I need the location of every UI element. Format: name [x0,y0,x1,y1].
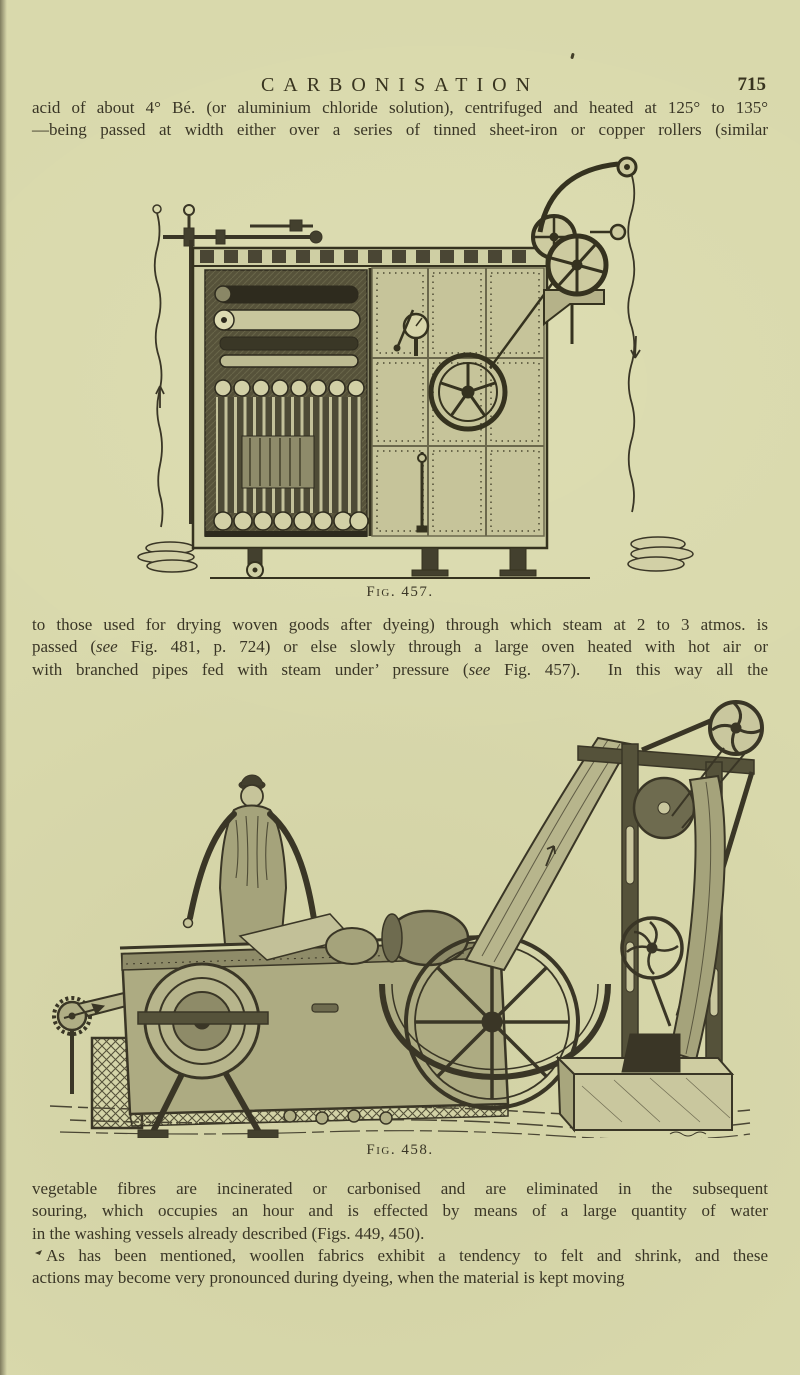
figure-458-caption: Fig. 458. [366,1142,434,1158]
drive-pulleys [531,156,638,344]
text-line: passed (see Fig. 481, p. 724) or else sl… [32,636,768,658]
worker [182,774,323,945]
pressure-gauge [393,309,430,356]
engraver-signature [669,1131,707,1137]
figure-458-engraving [49,700,764,1138]
figure-457 [70,140,730,580]
italic-text: see [468,659,491,679]
festoon-rollers-bottom [213,511,369,531]
page-header: CARBONISATION 715 [32,74,768,102]
paragraph: acid of about 4° Bé. (or aluminium chlor… [32,97,768,142]
cloth-delivery-right [627,175,694,572]
text-segment: with branched pipes fed with steam under… [32,659,469,679]
text-line: —being passed at width either over a ser… [32,119,768,141]
text-line: to those used for drying woven goods aft… [32,614,768,636]
panel-doors [371,261,570,537]
drive-wheels [620,700,764,1027]
handwheel [428,352,508,432]
text-segment: Fig. 457). In this way all the [490,659,768,679]
text-segment: vegetable fibres are incinerated or carb… [32,1179,768,1198]
print-artifact [570,52,575,60]
oven-cabinet [191,246,570,550]
inspection-window [241,435,315,489]
italic-text: see [96,637,118,657]
steam-piping [163,204,323,524]
text-line: with branched pipes fed with steam under… [32,659,768,681]
festoon-rollers-top [214,379,365,397]
text-segment: to those used for drying woven goods aft… [32,615,768,634]
text-segment: souring, which occupies an hour and is e… [32,1201,768,1221]
cabinet-crenellation [200,250,526,263]
text-line: in the washing vessels already described… [32,1223,768,1245]
drying-chamber [204,269,369,537]
print-artifact [35,1250,42,1255]
cabinet-legs [210,547,590,579]
figure-457-engraving [137,156,694,579]
text-line: As has been mentioned, woollen fabrics e… [32,1245,768,1267]
text-segment: As has been mentioned, woollen fabrics e… [46,1246,768,1265]
paragraph: to those used for drying woven goods aft… [32,614,768,681]
text-line: vegetable fibres are incinerated or carb… [32,1178,768,1200]
text-segment: passed ( [32,637,96,657]
top-rollers [238,909,470,967]
paragraph: vegetable fibres are incinerated or carb… [32,1178,768,1245]
text-line: actions may become very pronounced durin… [32,1267,768,1289]
chapter-title: CARBONISATION [260,74,540,96]
end-drum [137,962,279,1138]
page-number: 715 [737,74,767,95]
fabric-band-up [464,736,632,972]
paragraph: As has been mentioned, woollen fabrics e… [32,1245,768,1290]
stone-base [555,1033,735,1137]
figure-457-caption: Fig. 457. [366,584,434,600]
beater-wheel [379,934,611,1110]
cloth-feed-left [137,204,198,573]
text-segment: actions may become very pronounced durin… [32,1268,625,1288]
damper-rod [416,452,428,533]
figure-458 [30,686,770,1138]
text-segment: acid of about 4° Bé. (or aluminium chlor… [32,98,768,117]
drying-rollers [213,285,361,368]
text-line: acid of about 4° Bé. (or aluminium chlor… [32,97,768,119]
text-segment: in the washing vessels already described… [32,1223,425,1243]
text-line: souring, which occupies an hour and is e… [32,1200,768,1222]
text-segment: Fig. 481, p. 724) or else slowly through… [117,637,768,657]
text-segment: —being passed at width either over a ser… [32,120,768,140]
